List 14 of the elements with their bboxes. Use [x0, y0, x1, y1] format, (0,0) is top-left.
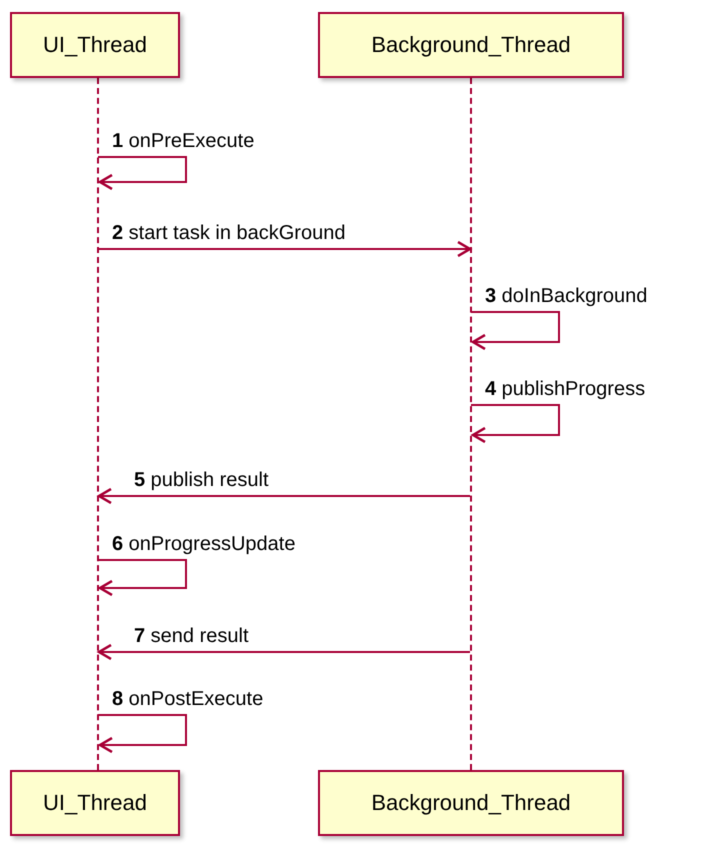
lifeline: [470, 78, 472, 770]
arrow: [98, 559, 187, 596]
arrow: [471, 311, 560, 350]
arrow: [98, 488, 470, 504]
lifeline: [97, 78, 99, 770]
arrow: [98, 156, 187, 190]
arrow: [98, 714, 187, 754]
arrow: [99, 240, 472, 258]
participant-box: Background_Thread: [318, 12, 624, 78]
participant-box: UI_Thread: [10, 770, 180, 836]
arrow: [98, 644, 470, 660]
participant-box: Background_Thread: [318, 770, 624, 836]
participant-box: UI_Thread: [10, 12, 180, 78]
arrow: [471, 404, 560, 444]
